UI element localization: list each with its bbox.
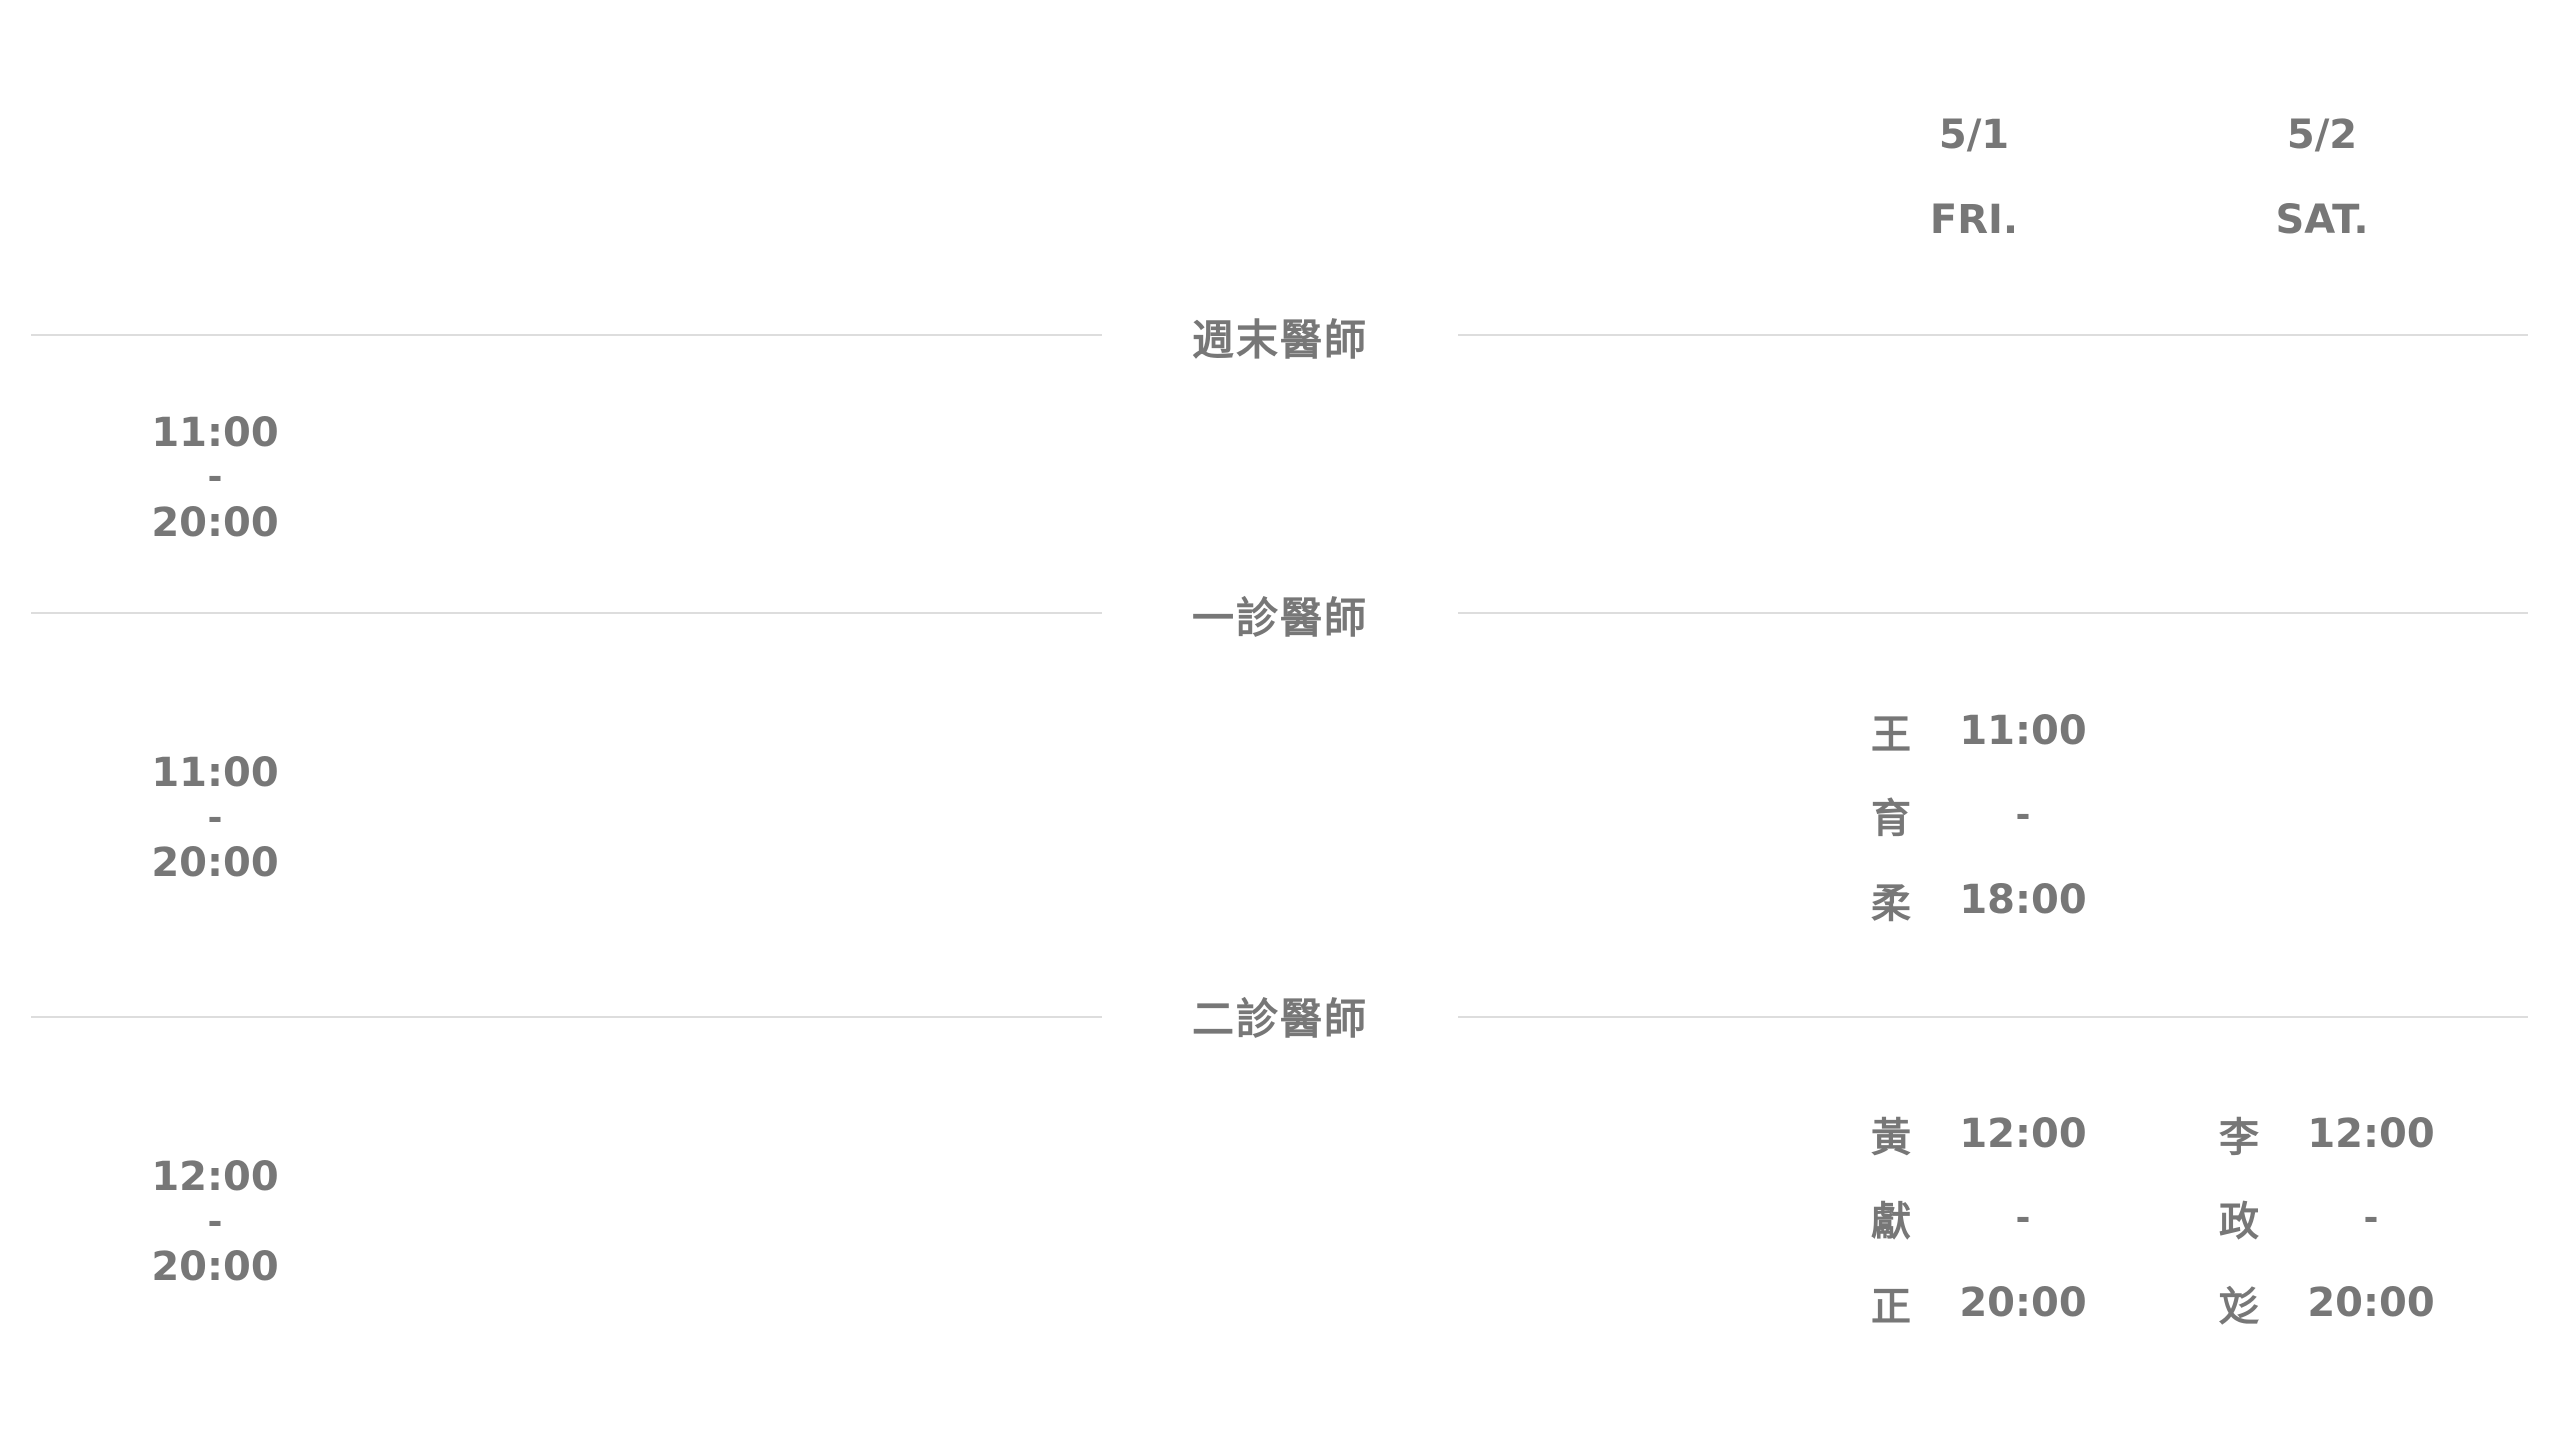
divider-left (31, 334, 1102, 336)
divider-left (31, 612, 1102, 614)
hours-sep: - (207, 456, 223, 498)
hours-end: 20:00 (151, 840, 279, 886)
shift-start: 12:00 (1959, 1111, 2087, 1157)
divider-right (1458, 334, 2528, 336)
doctor-name-char: 黃 (1871, 1115, 1911, 1161)
hours-start: 12:00 (151, 1154, 279, 1200)
hours-end: 20:00 (151, 500, 279, 546)
hours-start: 11:00 (151, 750, 279, 796)
shift-sep: - (2015, 1197, 2031, 1239)
section-title-weekend: 週末醫師 (1191, 315, 1369, 365)
shift-sep: - (2363, 1197, 2379, 1239)
doctor-name-char: 柔 (1871, 881, 1911, 927)
hours-sep: - (207, 797, 223, 839)
hours-end: 20:00 (151, 1244, 279, 1290)
shift-sep: - (2015, 794, 2031, 836)
day-date-2: 5/2 (2286, 112, 2358, 158)
shift-start: 12:00 (2307, 1111, 2435, 1157)
doctor-name-char: 彣 (2219, 1284, 2259, 1330)
shift-end: 20:00 (2307, 1280, 2435, 1326)
section-title-clinic-2: 二診醫師 (1191, 994, 1369, 1044)
divider-right (1458, 612, 2528, 614)
shift-end: 18:00 (1959, 877, 2087, 923)
doctor-name-char: 正 (1871, 1284, 1911, 1330)
doctor-name-char: 政 (2219, 1199, 2259, 1245)
hours-start: 11:00 (151, 410, 279, 456)
day-date-1: 5/1 (1938, 112, 2010, 158)
doctor-name-char: 獻 (1871, 1199, 1911, 1245)
divider-right (1458, 1016, 2528, 1018)
divider-left (31, 1016, 1102, 1018)
shift-start: 11:00 (1959, 708, 2087, 754)
doctor-name-char: 李 (2219, 1115, 2259, 1161)
day-weekday-2: SAT. (2275, 197, 2369, 243)
section-title-clinic-1: 一診醫師 (1191, 593, 1369, 643)
doctor-name-char: 王 (1871, 712, 1911, 758)
shift-end: 20:00 (1959, 1280, 2087, 1326)
day-weekday-1: FRI. (1929, 197, 2019, 243)
hours-sep: - (207, 1201, 223, 1243)
doctor-name-char: 育 (1871, 796, 1911, 842)
